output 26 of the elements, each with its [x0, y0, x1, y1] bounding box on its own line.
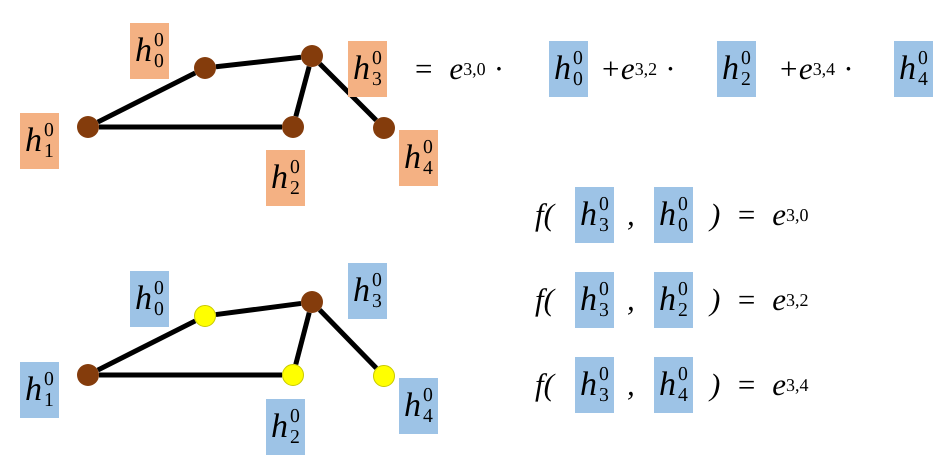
edge-line: [293, 312, 312, 365]
equation-text: ,: [627, 196, 635, 234]
graph-node: [194, 305, 216, 327]
graph-node: [282, 116, 304, 138]
equation-text: f(: [535, 366, 554, 404]
edge-line: [96, 70, 196, 124]
edge-line: [318, 62, 378, 122]
graph-node: [77, 116, 99, 138]
graph-node: [373, 117, 395, 139]
equation-text: f(: [535, 281, 554, 319]
edge-line: [293, 66, 312, 118]
graph-node: [282, 364, 304, 386]
equation-text: ,: [627, 281, 635, 319]
graph-node: [373, 365, 395, 387]
edge-line: [318, 308, 378, 370]
edge-line: [216, 54, 302, 70]
edge-line: [96, 318, 196, 372]
graph-node: [301, 291, 323, 313]
graph-node: [77, 364, 99, 386]
equation-text: f(: [535, 196, 554, 234]
graph-node: [301, 45, 323, 67]
graph-node: [194, 57, 216, 79]
equation-text: ,: [627, 366, 635, 404]
edge-line: [99, 372, 282, 378]
edge-line: [216, 300, 302, 318]
edge-line: [99, 124, 282, 130]
